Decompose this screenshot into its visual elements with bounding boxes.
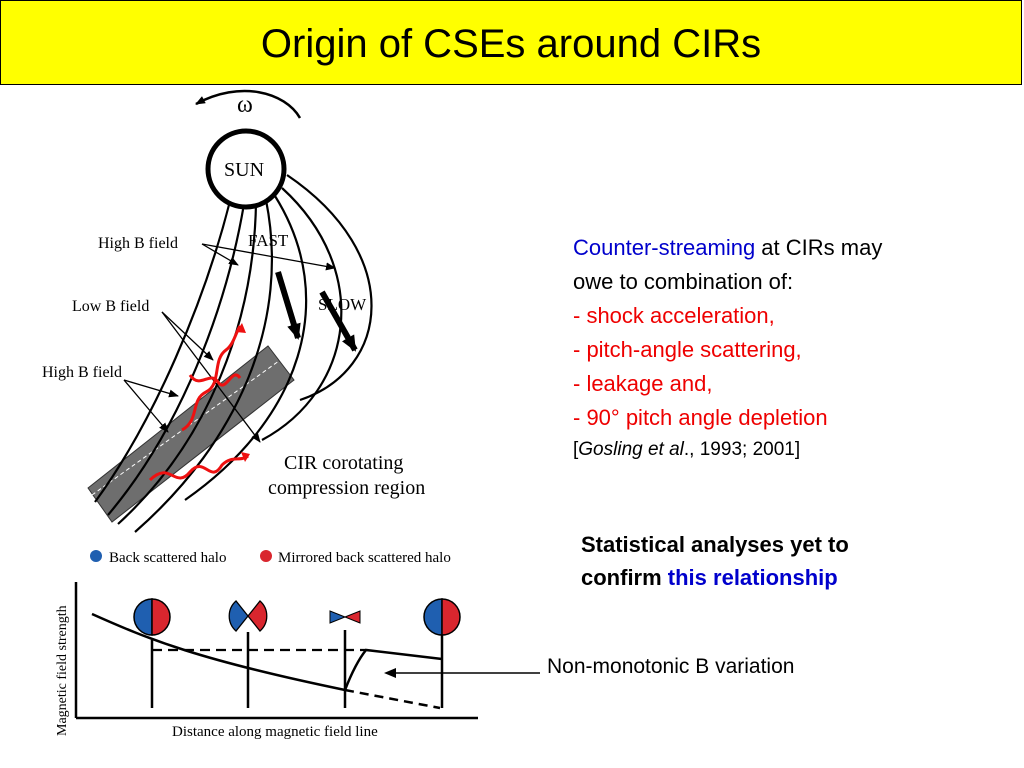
annotation-pointer: [384, 668, 540, 678]
low-b-field-label: Low B field: [72, 298, 149, 315]
svg-text:Back scattered halo: Back scattered halo: [109, 550, 226, 566]
non-monotonic-label: Non-monotonic B variation: [547, 655, 795, 678]
omega-symbol: ω: [237, 92, 253, 118]
back-scattered-halo-icon: [90, 550, 102, 562]
cir-diagram: ω SUN FAST SLOW High B field Low B field…: [42, 89, 425, 533]
high-b-field-label-bottom: High B field: [42, 364, 122, 381]
cir-label-line1: CIR corotating: [284, 452, 403, 474]
b-field-curve: [91, 612, 346, 692]
mechanism-item: - pitch-angle scattering,: [573, 337, 802, 362]
rotation-arrow-icon: [195, 89, 302, 119]
x-axis-label: Distance along magnetic field line: [172, 724, 378, 740]
legend: Back scattered halo Mirrored back scatte…: [90, 550, 451, 566]
mechanism-item: - shock acceleration,: [573, 303, 775, 328]
cir-label-line2: compression region: [268, 477, 425, 499]
slide-title: Origin of CSEs around CIRs: [260, 22, 762, 66]
counter-streaming-term: Counter-streaming: [573, 235, 756, 260]
counter-streaming-waves: [148, 325, 249, 482]
high-b-field-label-top: High B field: [98, 235, 178, 252]
sun-icon: [205, 128, 287, 210]
halo-plot: Back scattered halo Mirrored back scatte…: [55, 550, 478, 740]
citation: [Gosling et al., 1993; 2001]: [573, 439, 801, 460]
y-axis-label: Magnetic field strength: [55, 605, 70, 736]
slow-wind-arrow: [319, 290, 358, 352]
svg-text:Mirrored back scattered halo: Mirrored back scattered halo: [278, 550, 451, 566]
magnetic-field-lines: [94, 174, 373, 533]
halo-pitch-angle-icon: [423, 598, 461, 636]
fast-wind-arrow: [275, 271, 301, 340]
counter-streaming-text: Counter-streaming at CIRs may owe to com…: [573, 231, 1013, 465]
halo-pitch-angle-icon: [329, 610, 361, 624]
sun-label: SUN: [224, 159, 264, 181]
mechanism-item: - leakage and,: [573, 371, 713, 396]
halo-pitch-angle-icon: [133, 598, 171, 636]
mirrored-halo-icon: [260, 550, 272, 562]
title-bar: Origin of CSEs around CIRs: [0, 0, 1022, 85]
mechanism-item: - 90° pitch angle depletion: [573, 405, 828, 430]
halo-pitch-angle-icon: [228, 600, 268, 632]
fast-label: FAST: [248, 231, 289, 250]
statistical-analyses-text: Statistical analyses yet to confirm this…: [581, 532, 849, 590]
